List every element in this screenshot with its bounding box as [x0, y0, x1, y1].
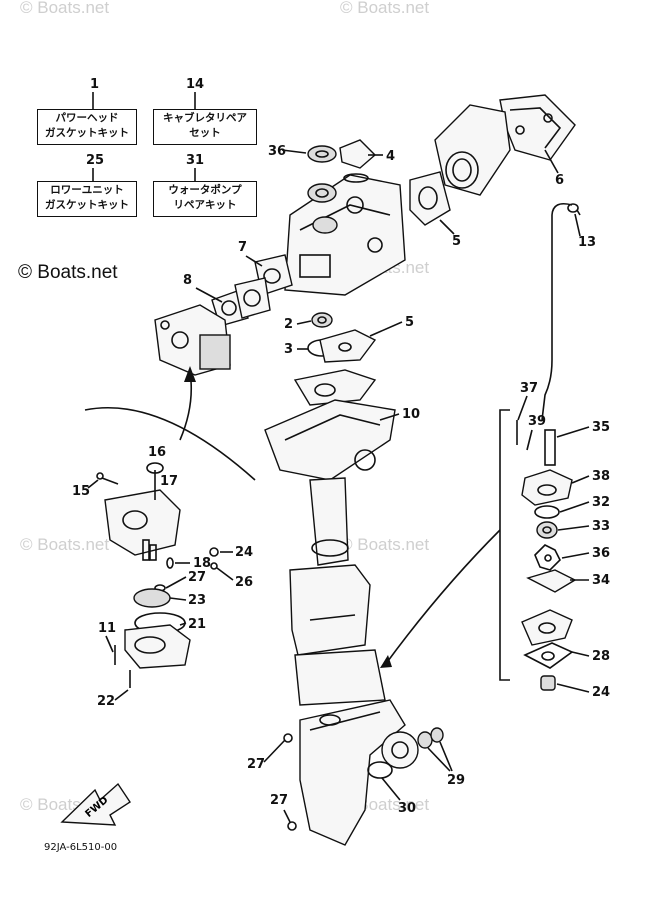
- float-bowl-part: [114, 584, 191, 688]
- drawing-code: 92JA-6L510-00: [44, 842, 118, 853]
- kit-line-2: ガスケットキット: [45, 127, 129, 139]
- callout-15: 15: [72, 484, 90, 499]
- seal-29-part: [417, 727, 444, 749]
- exhaust-body-part: [434, 104, 511, 196]
- kit-line-2: ガスケットキット: [45, 199, 129, 211]
- exhaust-cover-part: [499, 94, 576, 161]
- watermark-brand: © Boats.net: [18, 262, 118, 283]
- callout-32: 32: [592, 495, 610, 510]
- kit-line-2: リペアキット: [173, 199, 237, 211]
- propeller-housing-part: [381, 731, 419, 769]
- callout-8: 36: [268, 144, 286, 159]
- callout-11: 11: [98, 621, 116, 636]
- callout-37: 37: [520, 381, 538, 396]
- water-tube-part: [541, 202, 581, 421]
- carburetor-arrow-head: [184, 366, 196, 382]
- watermark-top-left: © Boats.net: [20, 0, 110, 17]
- callout-7: 4: [386, 149, 395, 164]
- callout-34: 34: [592, 573, 610, 588]
- water-pump-part: [516, 420, 577, 691]
- fwd-arrow-icon: [60, 782, 131, 826]
- kit-line-1: ロワーユニット: [50, 184, 124, 196]
- callout-24: 27: [188, 570, 206, 585]
- callout-29: 29: [447, 773, 465, 788]
- kit-line-1: ウォータポンプ: [168, 184, 242, 196]
- gasket-5-part: [409, 171, 451, 226]
- plate-4-part: [319, 329, 377, 363]
- callout-27b: 27: [270, 793, 288, 808]
- callout-6: 6: [555, 173, 564, 188]
- callout-5: 5: [452, 234, 461, 249]
- kit-box-carburetor-repair: キャブレタリペア セット: [153, 109, 257, 145]
- gearcase-part: [299, 699, 406, 846]
- callout-23: 26: [235, 575, 253, 590]
- callout-31: 31: [186, 153, 204, 168]
- callout-21: 23: [188, 593, 206, 608]
- callout-36: 36: [592, 546, 610, 561]
- watermark-top-right: © Boats.net: [340, 0, 430, 17]
- callout-18: 18: [193, 556, 211, 571]
- callout-35: 35: [592, 420, 610, 435]
- callout-2: 2: [284, 317, 293, 332]
- callout-33: 33: [592, 519, 610, 534]
- kit-line-1: パワーヘッド: [55, 112, 119, 124]
- drive-shaft-housing-part: [264, 369, 396, 706]
- kit-box-lower-unit-gasket: ロワーユニット ガスケットキット: [37, 181, 137, 217]
- callout-1: 1: [90, 77, 99, 92]
- callout-39: 39: [528, 414, 546, 429]
- seal-2-part: [311, 312, 333, 328]
- callout-17: 17: [160, 474, 178, 489]
- callout-28: 28: [592, 649, 610, 664]
- callout-19: 21: [188, 617, 206, 632]
- watermark-lower-right: © Boats.net: [340, 535, 430, 554]
- bearing-8-part: [307, 145, 337, 203]
- carburetor-assembly-part: [154, 304, 231, 376]
- kit-line-2: セット: [189, 127, 221, 139]
- callout-38: 38: [592, 469, 610, 484]
- callout-3: 3: [284, 342, 293, 357]
- kit-line-1: キャブレタリペア: [163, 112, 247, 124]
- cover-7-part: [339, 139, 377, 183]
- callout-30: 30: [398, 801, 416, 816]
- callout-25: 25: [86, 153, 104, 168]
- watermark-lower-left: © Boats.net: [20, 535, 110, 554]
- carburetor-body-part: [96, 462, 181, 561]
- callout-4: 5: [405, 315, 414, 330]
- callout-10: 8: [183, 273, 192, 288]
- callout-27a: 27: [247, 757, 265, 772]
- callout-26: 24: [592, 685, 610, 700]
- spacer-10-part: [211, 277, 271, 327]
- pump-arrow-head: [380, 655, 392, 668]
- pump-arrow-line: [384, 529, 501, 666]
- powerhead-block-part: [284, 174, 406, 296]
- callout-16: 16: [148, 445, 166, 460]
- callout-14: 14: [186, 77, 204, 92]
- callout-9: 7: [238, 240, 247, 255]
- callout-22: 24: [235, 545, 253, 560]
- callout-20: 22: [97, 694, 115, 709]
- callout-12: 10: [402, 407, 420, 422]
- kit-box-powerhead-gasket: パワーヘッド ガスケットキット: [37, 109, 137, 145]
- callout-13: 13: [578, 235, 596, 250]
- pump-bracket-line: [499, 409, 510, 681]
- gasket-30-part: [367, 761, 393, 779]
- small-parts-22-23-part: [166, 547, 219, 570]
- carb-bracket-line: [84, 406, 256, 481]
- kit-box-water-pump-repair: ウォータポンプ リペアキット: [153, 181, 257, 217]
